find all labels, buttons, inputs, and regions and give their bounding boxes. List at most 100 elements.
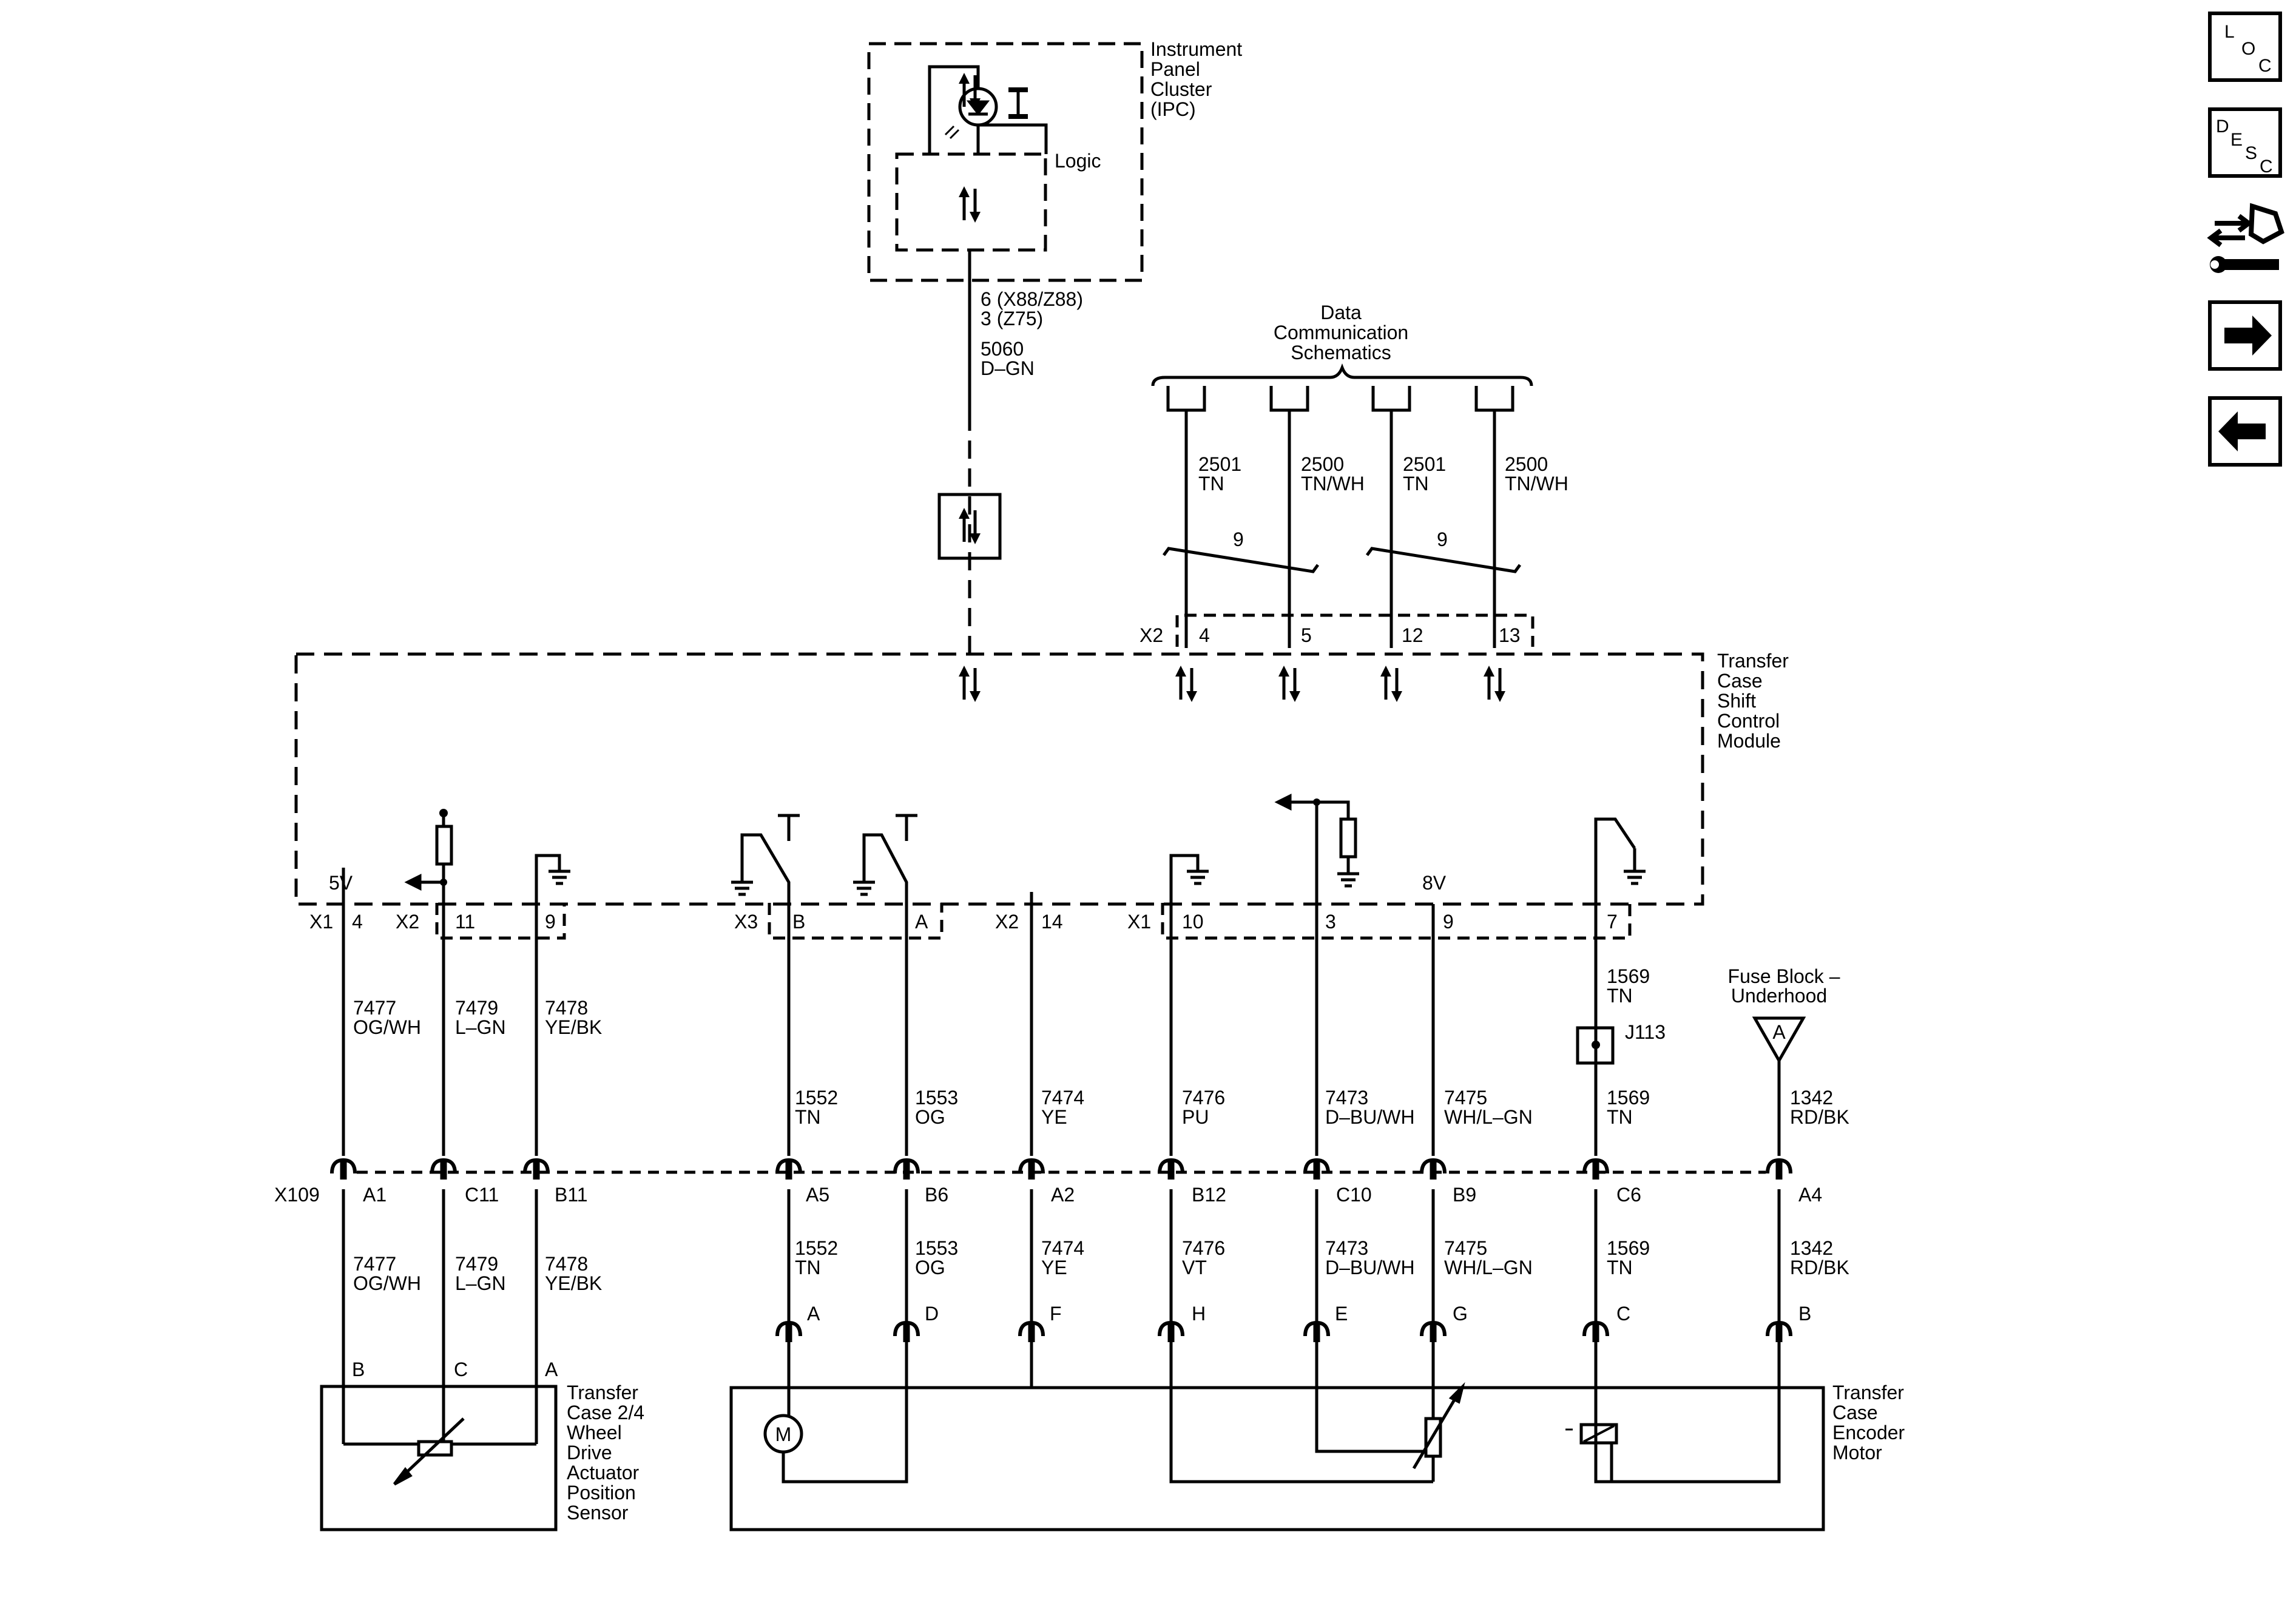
coil: [1579, 1423, 1618, 1445]
fuse-block-label: Underhood: [1731, 985, 1827, 1007]
wire-circuit: 7473: [1325, 1087, 1368, 1109]
wire-circuit: 7478: [545, 1253, 588, 1275]
wire-color: D–BU/WH: [1325, 1257, 1415, 1278]
wire-circuit: 1342: [1790, 1237, 1833, 1259]
loc-letter: L: [2224, 22, 2235, 42]
voltage-5v: 5V: [329, 872, 353, 894]
pin-label: A: [915, 911, 928, 933]
wire-color: TN: [795, 1106, 821, 1128]
pin-label: 14: [1041, 911, 1063, 933]
fuse-block-triangle: [1752, 1016, 1806, 1064]
wire-color: YE: [1041, 1106, 1067, 1128]
wire-circuit: 7477: [353, 997, 396, 1019]
loc-letter: C: [2258, 56, 2272, 76]
pin-label: 9: [545, 911, 556, 933]
data-comm-title: Schematics: [1291, 342, 1391, 363]
motor-pin: A: [807, 1303, 820, 1325]
pin-label: 10: [1182, 911, 1204, 933]
wire-circuit: 7479: [455, 1253, 498, 1275]
motor-symbol-label: M: [775, 1423, 792, 1445]
wire-color: YE/BK: [545, 1272, 602, 1294]
sensor-name-line: Case 2/4: [567, 1402, 644, 1423]
splice-label: J113: [1625, 1021, 1666, 1043]
x109-pin: A4: [1798, 1184, 1822, 1206]
module-box: [294, 652, 1704, 906]
wire-circuit: 2500: [1505, 453, 1548, 475]
wire-circuit: 7478: [545, 997, 588, 1019]
wire-circuit: 1553: [915, 1237, 958, 1259]
sensor-pin: A: [545, 1359, 558, 1380]
loc-button[interactable]: L O C: [2208, 12, 2282, 82]
wire-circuit: 7477: [353, 1253, 396, 1275]
wire-color: TN: [1607, 985, 1633, 1007]
wire-circuit: 2500: [1301, 453, 1344, 475]
wire-color: OG: [915, 1257, 945, 1278]
x109-pin: C11: [465, 1184, 499, 1206]
wire-color: OG/WH: [353, 1016, 421, 1038]
potentiometer: [417, 1440, 453, 1457]
conn-label: X2: [396, 911, 419, 933]
sensor-name-line: Drive: [567, 1442, 612, 1463]
motor-pin: B: [1798, 1303, 1811, 1325]
four-wheel-drive-icon: [1008, 87, 1028, 119]
ipc-name-line: Instrument: [1150, 38, 1242, 60]
pin-label: 13: [1499, 624, 1521, 646]
desc-letter: C: [2260, 157, 2273, 177]
pin-label: 11: [455, 911, 475, 933]
desc-letter: E: [2230, 130, 2243, 150]
previous-arrow-icon[interactable]: [2208, 396, 2282, 467]
wire-color: TN: [1607, 1106, 1633, 1128]
x109-pin: B9: [1453, 1184, 1476, 1206]
fuse-block-label: Fuse Block –: [1728, 965, 1840, 987]
pin-label: 4: [1199, 624, 1210, 646]
motor-box: [729, 1386, 1825, 1531]
desc-letter: D: [2216, 116, 2229, 137]
module-name-line: Module: [1717, 730, 1781, 752]
data-comm-title: Data: [1320, 302, 1362, 323]
twist-label: 9: [1233, 528, 1244, 550]
motor-name-line: Case: [1832, 1402, 1878, 1423]
wire-circuit: 7476: [1182, 1237, 1225, 1259]
pin-label: 7: [1607, 911, 1618, 933]
pin-label: 3: [1325, 911, 1336, 933]
wire-color: WH/L–GN: [1444, 1106, 1533, 1128]
ipc-box: [867, 42, 1144, 282]
connector-tool-icon[interactable]: [2207, 203, 2284, 273]
motor-name-line: Motor: [1832, 1442, 1882, 1463]
wire-color: L–GN: [455, 1016, 506, 1038]
module-name-line: Control: [1717, 710, 1780, 732]
sensor-name-line: Transfer: [567, 1382, 638, 1403]
pin-label: B: [792, 911, 805, 933]
wire-color: WH/L–GN: [1444, 1257, 1533, 1278]
wire-circuit: 1569: [1607, 1237, 1650, 1259]
pin-label: 9: [1443, 911, 1454, 933]
wire-circuit: 1553: [915, 1087, 958, 1109]
serial-data-symbol: [937, 493, 1002, 560]
ipc-name-line: (IPC): [1150, 98, 1196, 120]
sensor-name-line: Actuator: [567, 1462, 640, 1484]
conn-label: X2: [995, 911, 1019, 933]
twist-label: 9: [1437, 528, 1448, 550]
pin-label: 5: [1301, 624, 1312, 646]
module-name-line: Transfer: [1717, 650, 1789, 672]
conn-label: X1: [1127, 911, 1151, 933]
motor-pin: E: [1335, 1303, 1348, 1325]
sensor-name-line: Sensor: [567, 1502, 629, 1524]
fuse-block-symbol: A: [1772, 1021, 1786, 1043]
pin-label: 12: [1402, 624, 1423, 646]
motor-name-line: Encoder: [1832, 1422, 1905, 1443]
next-arrow-icon[interactable]: [2208, 300, 2282, 371]
wire-color: TN: [1198, 473, 1224, 495]
wire-color: VT: [1182, 1257, 1207, 1278]
motor-pin: G: [1453, 1303, 1468, 1325]
wire-circuit: 1569: [1607, 1087, 1650, 1109]
desc-button[interactable]: D E S C: [2208, 107, 2282, 178]
ipc-wire-color: D–GN: [981, 357, 1035, 379]
wire-color: L–GN: [455, 1272, 506, 1294]
wire-color: TN/WH: [1301, 473, 1365, 495]
wire-color: D–BU/WH: [1325, 1106, 1415, 1128]
sensor-pin: B: [352, 1359, 365, 1380]
motor-pin: F: [1050, 1303, 1062, 1325]
pin-label: 4: [352, 911, 363, 933]
wire-color: OG: [915, 1106, 945, 1128]
